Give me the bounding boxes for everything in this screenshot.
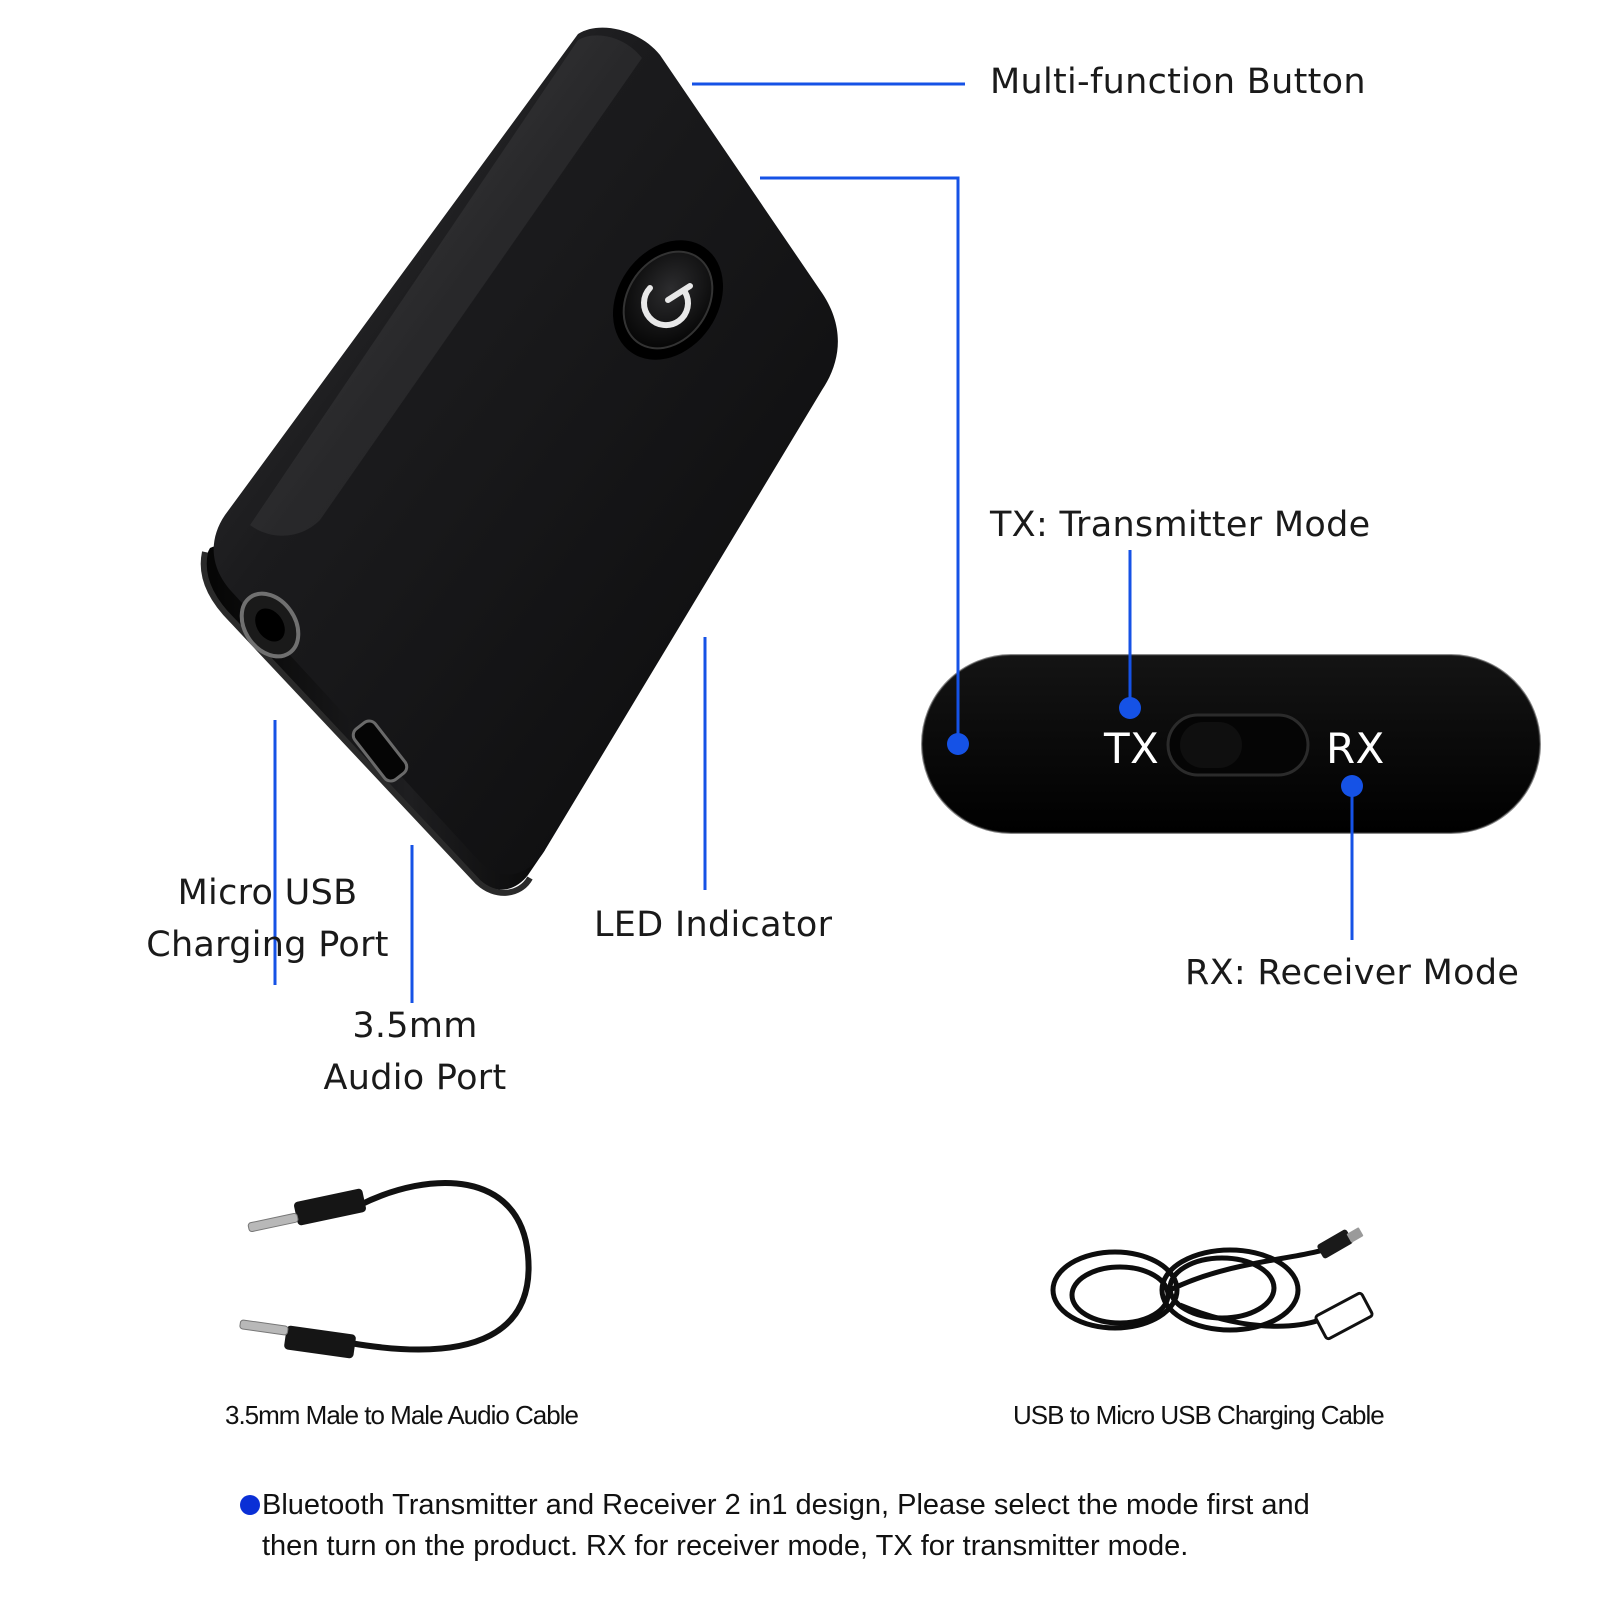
audio-port-label-line1: 3.5mm <box>352 1006 478 1046</box>
audio-jack-icon <box>239 591 301 659</box>
audio-port-label: 3.5mm Audio Port <box>300 1000 530 1104</box>
usb-port-icon <box>351 719 409 783</box>
tx-mode-label: TX: Transmitter Mode <box>990 505 1371 545</box>
usage-note: Bluetooth Transmitter and Receiver 2 in1… <box>240 1485 1382 1567</box>
callout-dots <box>947 697 1363 797</box>
usage-note-line1: Bluetooth Transmitter and Receiver 2 in1… <box>262 1489 1310 1521</box>
device-body <box>200 27 838 896</box>
audio-cable-caption: 3.5mm Male to Male Audio Cable <box>225 1400 579 1430</box>
power-button <box>612 240 724 360</box>
micro-usb-label-line2: Charging Port <box>146 925 389 965</box>
usb-plugs <box>1314 1227 1374 1341</box>
usb-cable-caption: USB to Micro USB Charging Cable <box>1013 1400 1385 1430</box>
power-icon <box>641 283 693 329</box>
bullet-icon <box>240 1495 260 1515</box>
multifunction-button-label: Multi-function Button <box>990 62 1366 102</box>
rx-mode-label: RX: Receiver Mode <box>1185 953 1520 993</box>
usage-note-line2: then turn on the product. RX for receive… <box>262 1530 1189 1562</box>
switch-panel <box>921 654 1541 834</box>
usb-cable-icon <box>1050 1242 1341 1333</box>
callout-lines <box>273 82 1354 1003</box>
switch-tx-text: TX <box>1104 724 1160 773</box>
micro-usb-port-label: Micro USB Charging Port <box>130 867 405 971</box>
micro-usb-label-line1: Micro USB <box>177 873 358 913</box>
switch-rx-text: RX <box>1326 724 1385 773</box>
audio-port-label-line2: Audio Port <box>323 1058 507 1098</box>
audio-cable-icon <box>239 1180 532 1359</box>
led-indicator-label: LED Indicator <box>594 905 833 945</box>
